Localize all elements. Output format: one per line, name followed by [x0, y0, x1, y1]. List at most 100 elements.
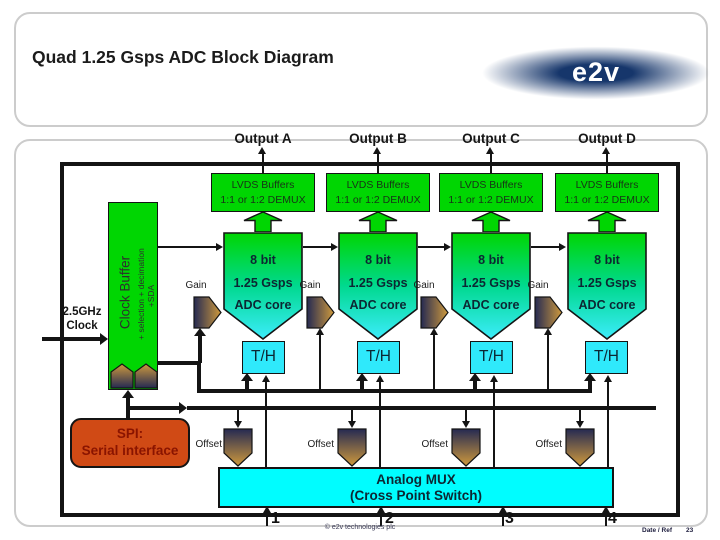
pin-2-wire	[380, 513, 382, 526]
mux-to-th-a-wire	[265, 382, 267, 467]
output-a-wire	[262, 153, 264, 173]
adc-c-bits: 8 bit	[478, 253, 504, 267]
gain-a-wire	[198, 334, 202, 363]
adc-a-name: ADC core	[234, 298, 292, 312]
clock-dist-arrow-icon	[331, 242, 338, 251]
offset-d-label: Offset	[535, 439, 563, 450]
output-c-wire	[490, 153, 492, 173]
gain-a-label: Gain	[185, 280, 207, 291]
pin-2-arrow-icon	[376, 506, 385, 513]
output-d-arrow-icon	[602, 147, 610, 154]
offset-a-arrow-icon	[233, 421, 242, 428]
gain-c-arrow-icon	[429, 328, 438, 335]
adc-to-lvds-arrow-icon	[587, 211, 627, 232]
gain-d-wire	[547, 334, 549, 391]
mux-to-th-b-arrow-icon	[375, 375, 384, 382]
output-b-label: Output B	[349, 131, 407, 146]
offset-b-wire	[351, 409, 353, 422]
adc-d-bits: 8 bit	[594, 253, 620, 267]
th-c-stub-arrow-icon	[469, 373, 481, 381]
spi-block: SPI: Serial interface	[70, 418, 190, 468]
offset-b-arrow-icon	[347, 421, 356, 428]
th-d-stub-wire	[588, 380, 592, 391]
page-title: Quad 1.25 Gsps ADC Block Diagram	[32, 47, 334, 67]
output-a-label: Output A	[234, 131, 292, 146]
th-b-stub-wire	[360, 380, 364, 391]
offset-a-wire	[237, 409, 239, 422]
mux-to-th-d-wire	[607, 382, 609, 467]
gain-a-dac-shape	[193, 296, 222, 329]
sample-bus-wire	[197, 389, 592, 393]
adc-to-lvds-arrow-icon	[358, 211, 398, 232]
clock-input-arrow-icon	[100, 333, 108, 345]
th-c-stub-wire	[473, 380, 477, 391]
gain-c-dac-shape	[420, 296, 449, 329]
adc-core-a-shape	[223, 232, 303, 340]
spi-up-arrow-icon	[122, 390, 134, 398]
analog-mux-block: Analog MUX (Cross Point Switch)	[218, 467, 614, 508]
th-b: T/H	[357, 341, 400, 374]
th-c: T/H	[470, 341, 513, 374]
adc-d-rate: 1.25 Gsps	[577, 276, 637, 290]
output-c-label: Output C	[462, 131, 520, 146]
clock-bottom-wire	[158, 361, 199, 365]
gain-b-arrow-icon	[315, 328, 324, 335]
output-d-wire	[606, 153, 608, 173]
output-d-label: Output D	[578, 131, 636, 146]
adc-a-rate: 1.25 Gsps	[233, 276, 293, 290]
pin-1-wire	[266, 513, 268, 526]
adc-b-bits: 8 bit	[365, 253, 391, 267]
offset-a-label: Offset	[195, 439, 223, 450]
clock-bottom-drop-wire	[197, 361, 201, 392]
clock-input-wire	[42, 337, 102, 341]
adc-core-d-shape	[567, 232, 647, 340]
pin-4-label: 4	[608, 510, 617, 527]
offset-c-wire	[465, 409, 467, 422]
gain-c-label: Gain	[413, 280, 435, 291]
e2v-logo: e2v	[480, 46, 712, 100]
clock-dist-wire	[158, 246, 218, 248]
clock-dist-wire	[418, 246, 446, 248]
offset-bus-wire	[187, 406, 656, 410]
gain-c-wire	[433, 334, 435, 391]
th-d: T/H	[585, 341, 628, 374]
clock-buffer-sda-label: +SDA	[146, 284, 156, 308]
mux-to-th-c-wire	[493, 382, 495, 467]
pin-4-wire	[605, 513, 607, 526]
spi-horizontal-wire	[128, 406, 182, 410]
gain-d-arrow-icon	[543, 328, 552, 335]
offset-c-label: Offset	[421, 439, 449, 450]
mux-to-th-a-arrow-icon	[261, 375, 270, 382]
pin-3-arrow-icon	[498, 506, 507, 513]
output-b-arrow-icon	[373, 147, 381, 154]
mux-to-th-d-arrow-icon	[603, 375, 612, 382]
clock-dac-shape	[110, 363, 134, 389]
gain-b-dac-shape	[306, 296, 335, 329]
adc-to-lvds-arrow-icon	[471, 211, 511, 232]
mux-to-th-c-arrow-icon	[489, 375, 498, 382]
th-d-stub-arrow-icon	[584, 373, 596, 381]
gain-b-wire	[319, 334, 321, 391]
gain-a-arrow-icon	[194, 328, 206, 336]
adc-b-name: ADC core	[349, 298, 407, 312]
gain-d-dac-shape	[534, 296, 563, 329]
gain-d-label: Gain	[527, 280, 549, 291]
clock-dist-arrow-icon	[444, 242, 451, 251]
offset-c-arrow-icon	[461, 421, 470, 428]
clock-dist-arrow-icon	[216, 242, 223, 251]
th-a-stub-wire	[245, 380, 249, 391]
adc-b-rate: 1.25 Gsps	[348, 276, 408, 290]
adc-to-lvds-arrow-icon	[243, 211, 283, 232]
th-b-stub-arrow-icon	[356, 373, 368, 381]
mux-to-th-b-wire	[379, 382, 381, 467]
clock-buffer-sub-label: + selection + decimation	[136, 248, 146, 340]
clock-dist-wire	[531, 246, 561, 248]
clock-dist-wire	[303, 246, 333, 248]
footer-page-number: 23	[686, 527, 694, 534]
adc-core-b-shape	[338, 232, 418, 340]
output-b-wire	[377, 153, 379, 173]
